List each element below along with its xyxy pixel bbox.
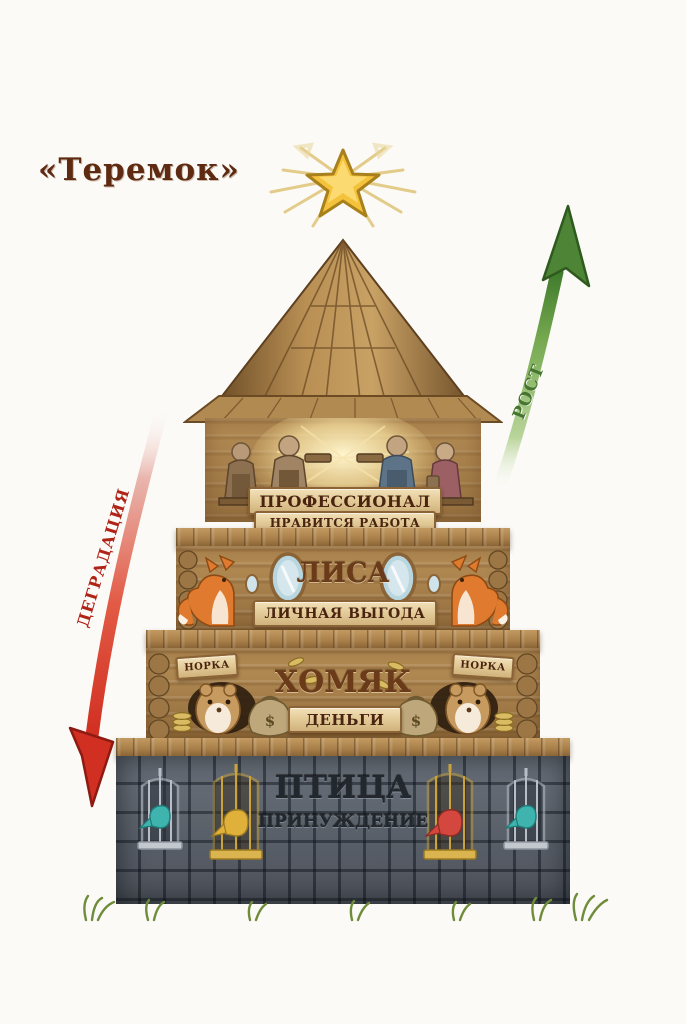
level-2-subtitle: ЛИЧНАЯ ВЫГОДА: [253, 600, 437, 627]
birdcage-icon: [503, 768, 549, 850]
money-bag-icon: $: [248, 695, 292, 737]
svg-text:$: $: [411, 712, 421, 730]
level-1-roof: [176, 528, 510, 548]
birdcage-icon: [423, 764, 477, 860]
level-4-wall: [116, 756, 570, 904]
svg-text:$: $: [265, 712, 275, 730]
level-3-side-sign-right: НОРКА: [451, 652, 515, 681]
level-3-scene: $ $: [148, 653, 538, 740]
fox-figure: [427, 554, 509, 627]
level-2-scene: [177, 550, 509, 630]
grass-base: [83, 892, 609, 922]
level-4-title: ПТИЦА: [274, 770, 412, 806]
oval-mirror-icon: [269, 552, 307, 604]
level-3-side-sign-left: НОРКА: [175, 652, 239, 681]
conical-roof: [183, 238, 503, 423]
hamster-figure: [445, 683, 491, 735]
growth-arrow-icon: [491, 204, 591, 499]
coin-stack-icon: [172, 657, 514, 732]
level-2-title: ЛИСА: [296, 558, 390, 589]
level-4-scene: [137, 764, 549, 860]
degradation-arrow-icon: [68, 398, 170, 808]
level-3-subtitle: ДЕНЬГИ: [288, 706, 402, 733]
fox-figure: [177, 554, 259, 627]
level-3-roof: [116, 738, 570, 758]
level-3-title: ХОМЯК: [274, 665, 412, 700]
hamster-figure: [195, 683, 241, 735]
star-icon: [269, 142, 417, 228]
birdcage-icon: [209, 764, 263, 860]
page-title: «Теремок»: [38, 152, 240, 188]
level-2-roof: [146, 630, 540, 650]
level-4-subtitle: ПРИНУЖДЕНИЕ: [257, 812, 429, 832]
birdcage-icon: [137, 768, 183, 850]
